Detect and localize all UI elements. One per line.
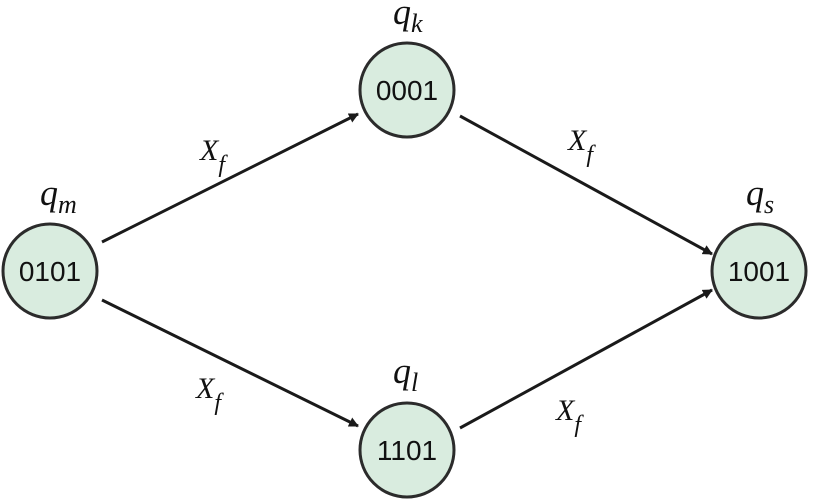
node-ql: 1101 ql [358, 351, 456, 499]
node-ql-label: ql [393, 351, 418, 397]
edge-labels: Xf Xf Xf Xf [195, 124, 596, 438]
node-qk-code: 0001 [376, 75, 438, 106]
edge-label-qk-qs: Xf [567, 124, 596, 168]
node-qm-code: 0101 [19, 256, 81, 287]
edge-ql-qs [459, 288, 713, 430]
node-qs-label: qs [746, 173, 774, 219]
node-qk: 0001 qk [358, 0, 456, 139]
edge-qm-qk [101, 112, 359, 244]
node-ql-code: 1101 [377, 435, 437, 466]
edge-qm-ql [101, 298, 359, 428]
edge-label-qm-qk: Xf [199, 134, 228, 178]
node-qm-circle [1, 222, 99, 320]
node-qk-circle [358, 41, 456, 139]
edge-label-qm-ql: Xf [195, 372, 224, 416]
node-qs: 1001 qs [710, 173, 808, 320]
edge-label-ql-qs: Xf [555, 394, 584, 438]
edges [101, 112, 713, 430]
node-ql-circle [358, 401, 456, 499]
edge-qk-qs [459, 114, 713, 256]
node-qm-label: qm [40, 173, 77, 219]
node-qs-code: 1001 [728, 256, 790, 287]
node-qk-label: qk [393, 0, 423, 38]
node-qs-circle [710, 222, 808, 320]
node-qm: 0101 qm [1, 173, 99, 320]
